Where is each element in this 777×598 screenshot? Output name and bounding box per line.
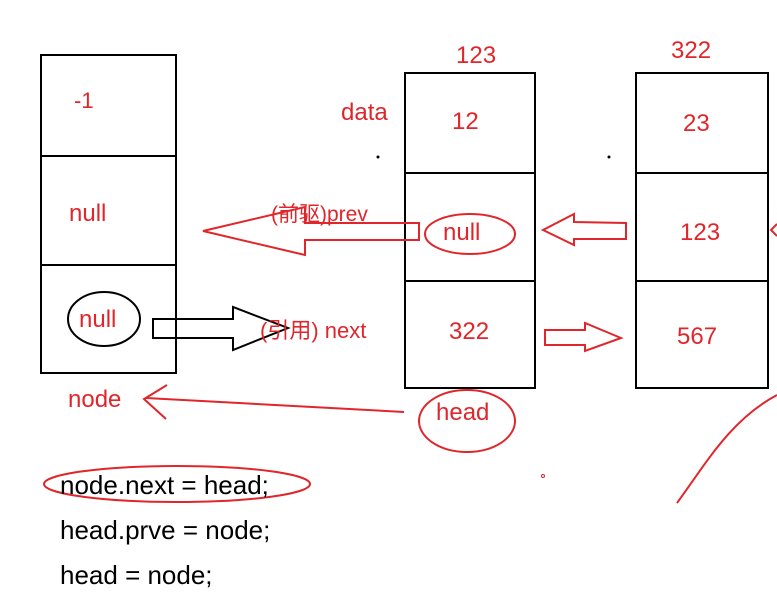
middle-node-next: 322 [449,318,490,345]
right-node-box [635,72,769,389]
middle-node-address: 123 [456,42,497,69]
prev-link-arrow [202,205,420,257]
left-node-caption: node [68,386,122,413]
next-label: (引用) next [260,318,367,343]
middle-node-caption: head [436,399,490,426]
right-node-prev: 123 [680,219,721,246]
prev-label: (前驱)prev [271,203,368,226]
left-next-circle [67,291,141,347]
middle-node-prev: null [443,219,481,246]
freehand-stroke [676,394,777,504]
ink-dot [541,474,545,478]
head-to-node-arrowhead [142,384,168,420]
ink-dot [376,155,380,159]
next-link-arrow [152,305,291,352]
left-node-data: -1 [74,88,94,113]
right-node-data: 23 [683,110,710,137]
code-line-circle [43,465,311,503]
right-node-address: 322 [671,37,712,64]
right-prev-arrow [540,212,627,247]
middle-node-box [404,72,536,389]
right-node-next: 567 [677,323,718,350]
data-label: data [341,99,388,126]
left-node-next: null [79,306,117,333]
code-line-3: head = node; [60,560,213,590]
head-to-node-line [145,397,405,413]
left-node-box [40,54,177,374]
ink-dot [607,155,611,159]
middle-prev-circle [424,213,516,255]
head-circle [418,389,516,453]
left-node-prev: null [69,200,107,227]
middle-node-data: 12 [452,108,479,135]
edge-arrow-tip [769,223,777,237]
middle-next-arrow [544,321,624,353]
code-line-1: node.next = head; [60,470,269,500]
code-line-2: head.prve = node; [60,515,271,545]
